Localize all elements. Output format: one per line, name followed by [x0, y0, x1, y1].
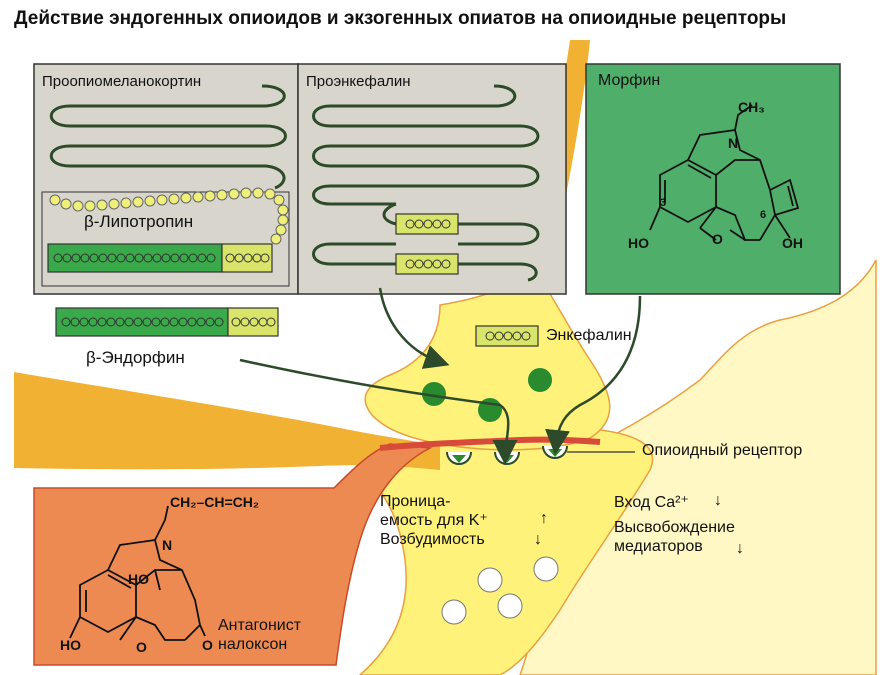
excitability-arrow: ↓ — [534, 531, 542, 548]
naloxone-structure — [69, 505, 206, 641]
morphine-oh: OH — [782, 235, 803, 251]
antagonist-panel — [33, 443, 433, 666]
lipotropin-box — [41, 191, 290, 287]
enkephalin-segment-beads — [405, 219, 451, 269]
enkephalin-vesicle — [422, 382, 446, 406]
morphine-pos3: 3 — [660, 197, 666, 209]
morphine-ch3: CH₃ — [738, 99, 765, 115]
endorphin-pathway-arrow — [239, 358, 518, 465]
pomc-bead-chain — [49, 187, 289, 245]
enkephalin-box — [475, 325, 539, 347]
endorphin-beads — [61, 317, 276, 327]
endorphin-label: β-Эндорфин — [86, 348, 185, 367]
calcium-entry-label: Вход Ca²⁺ — [614, 494, 689, 511]
enkephalin-segment — [395, 213, 459, 235]
naloxone-ho-top: HO — [128, 571, 149, 587]
naloxone-allyl: CH₂–CH=CH₂ — [170, 494, 259, 510]
proenkephalin-chain — [312, 84, 540, 282]
enkephalin-vesicle — [528, 368, 552, 392]
mediator-vesicle — [441, 599, 467, 625]
naloxone-keto-o: O — [202, 637, 213, 653]
enkephalin-label: Энкефалин — [546, 327, 632, 344]
axon-band — [14, 372, 440, 470]
permeability-arrow: ↑ — [540, 510, 548, 527]
presynaptic-terminal — [364, 268, 611, 451]
enkephalin-box-beads — [485, 331, 531, 341]
enkephalin-pathway-arrow — [378, 287, 450, 369]
naloxone-n: N — [162, 537, 172, 553]
morphine-label: Морфин — [598, 72, 661, 89]
enkephalin-segment — [395, 253, 459, 275]
proenkephalin-label: Проэнкефалин — [306, 73, 411, 90]
morphine-panel — [585, 63, 841, 295]
lipotropin-label: β-Липотропин — [84, 212, 194, 231]
antagonist-label: Антагонист налоксон — [218, 617, 302, 653]
lipotropin-bar-tail — [221, 243, 273, 273]
mediator-vesicle — [533, 556, 559, 582]
receptor-label: Опиоидный рецептор — [642, 442, 803, 459]
permeability-label: Проница- емость для K⁺ — [380, 493, 488, 529]
diagram-title: Действие эндогенных опиоидов и экзогенны… — [14, 8, 787, 29]
endorphin-bar-tail — [227, 307, 279, 337]
mediator-vesicle — [497, 593, 523, 619]
pomc-label: Проопиомеланокортин — [42, 73, 202, 90]
morphine-pathway-arrow — [545, 295, 642, 455]
pomc-chain — [49, 84, 287, 190]
morphine-ho: HO — [628, 235, 649, 251]
mediator-release-arrow: ↓ — [736, 540, 744, 557]
naloxone-ring-o: O — [136, 639, 147, 655]
proenkephalin-chain-link — [382, 202, 397, 226]
morphine-pos6: 6 — [760, 209, 766, 221]
naloxone-ho-left: HO — [60, 637, 81, 653]
morphine-structure — [649, 104, 800, 241]
morphine-ring-o: O — [712, 231, 723, 247]
lipotropin-beads — [53, 253, 270, 263]
mediator-vesicle — [477, 567, 503, 593]
morphine-n: N — [728, 135, 738, 151]
calcium-entry-arrow: ↓ — [714, 492, 722, 509]
excitability-label: Возбудимость — [380, 531, 485, 548]
mediator-release-label: Высвобождение медиаторов — [614, 519, 735, 555]
